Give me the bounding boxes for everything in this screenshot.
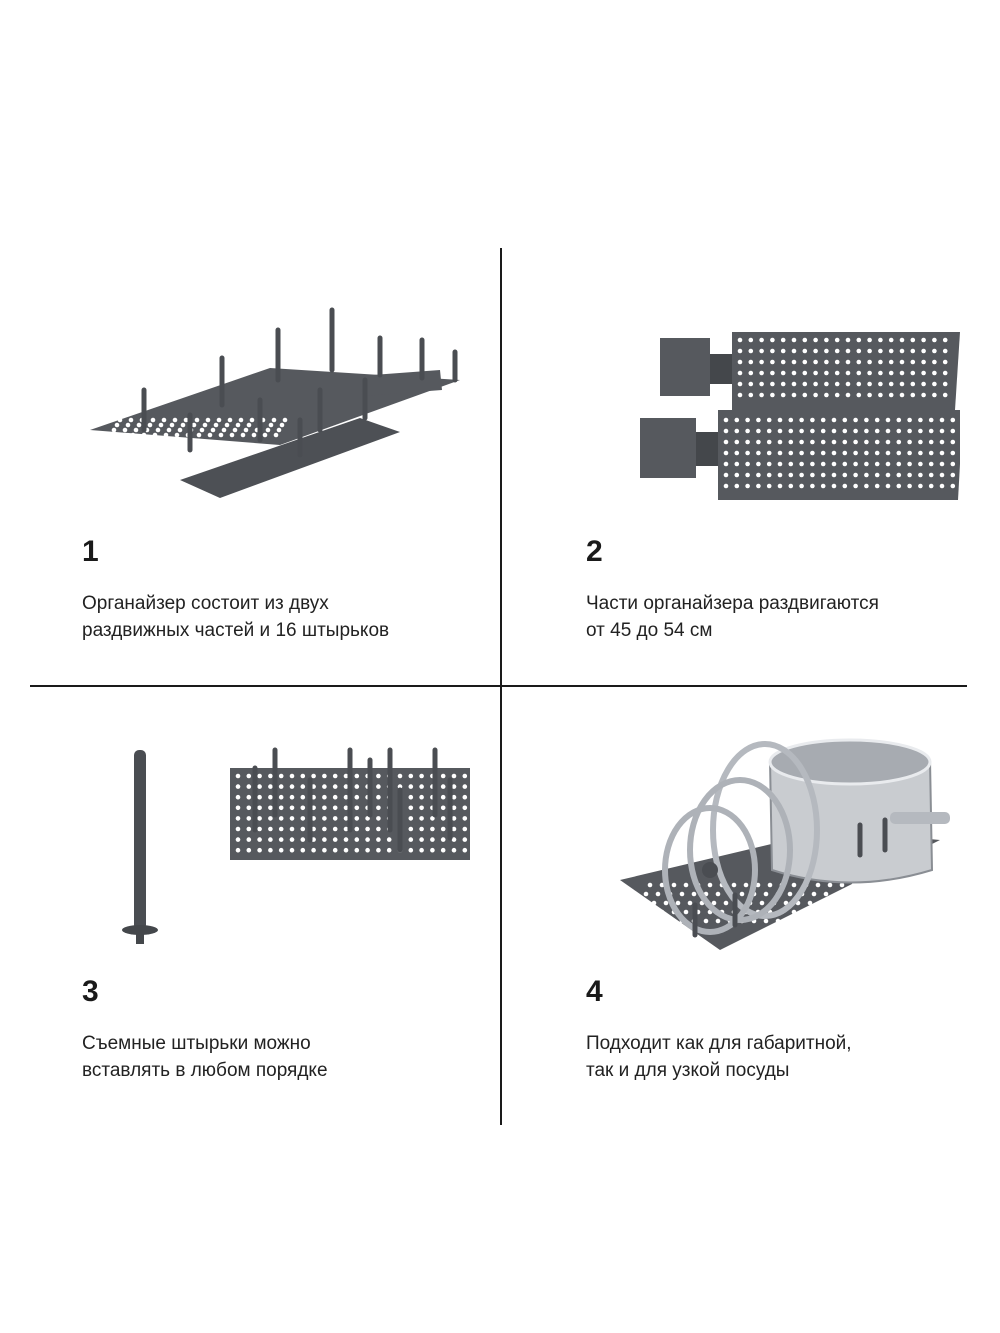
description-line: вставлять в любом порядке	[82, 1060, 328, 1081]
organizer-with-pegs-image	[70, 280, 470, 510]
step-description: Съемные штырьки можно вставлять в любом …	[82, 1030, 482, 1084]
pot-and-lids-image	[560, 720, 960, 950]
step-4-panel: 4 Подходит как для габаритной, так и для…	[520, 700, 990, 1120]
extended-panels-image	[560, 280, 960, 510]
step-description: Подходит как для габаритной, так и для у…	[586, 1030, 986, 1084]
step-number: 1	[82, 535, 99, 568]
step-2-panel: 2 Части органайзера раздвигаются от 45 д…	[520, 260, 990, 680]
description-line: от 45 до 54 см	[586, 620, 713, 641]
single-peg-and-organizer-image	[70, 720, 470, 950]
step-description: Органайзер состоит из двух раздвижных ча…	[82, 590, 482, 644]
step-description: Части органайзера раздвигаются от 45 до …	[586, 590, 986, 644]
description-line: раздвижных частей и 16 штырьков	[82, 620, 390, 641]
step-1-panel: 1 Органайзер состоит из двух раздвижных …	[30, 260, 500, 680]
step-number: 2	[586, 535, 603, 568]
description-line: Части органайзера раздвигаются	[586, 593, 879, 614]
step-number: 4	[586, 975, 603, 1008]
description-line: Органайзер состоит из двух	[82, 593, 329, 614]
description-line: так и для узкой посуды	[586, 1060, 790, 1081]
horizontal-divider	[30, 685, 967, 687]
step-3-panel: 3 Съемные штырьки можно вставлять в любо…	[30, 700, 500, 1120]
description-line: Съемные штырьки можно	[82, 1033, 311, 1054]
description-line: Подходит как для габаритной,	[586, 1033, 852, 1054]
step-number: 3	[82, 975, 99, 1008]
